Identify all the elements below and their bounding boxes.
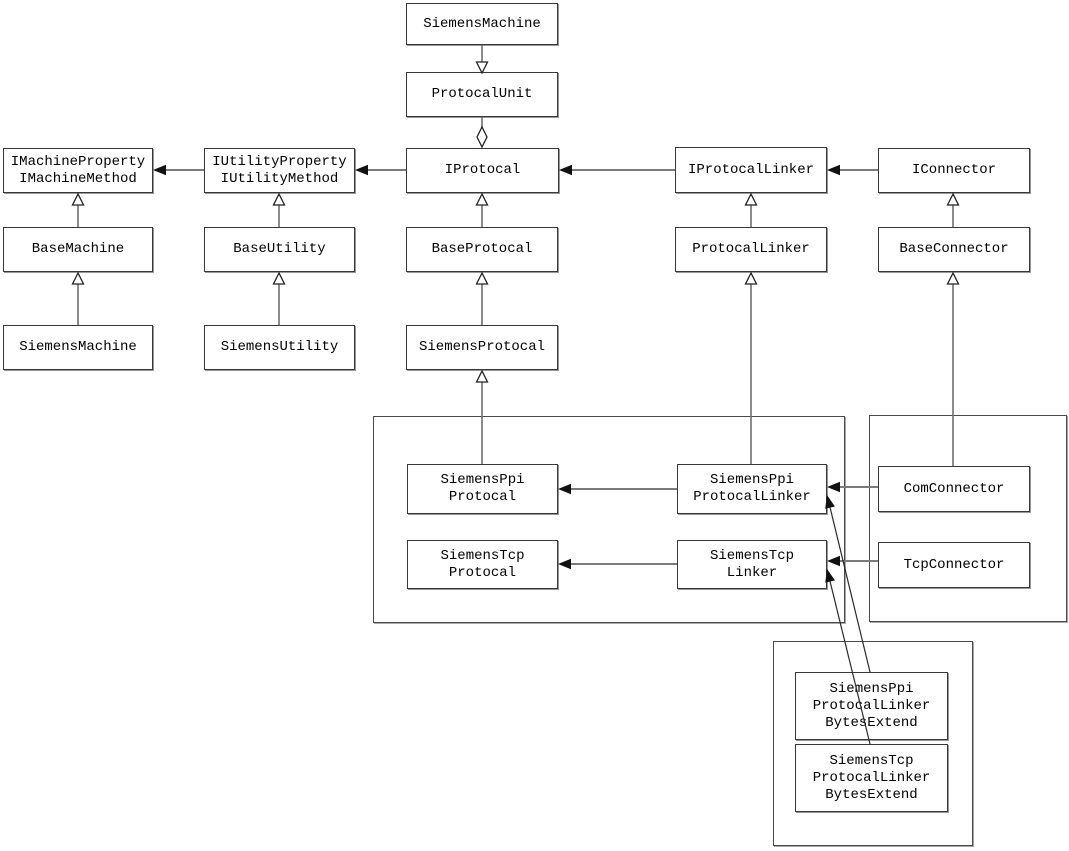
class-box-siemensppiprotocallinkerbytesextend: SiemensPpi ProtocalLinker BytesExtend — [795, 672, 948, 740]
class-box-imachineproperty-imachinemethod: IMachineProperty IMachineMethod — [3, 148, 153, 193]
class-box-baseconnector: BaseConnector — [878, 227, 1030, 272]
class-box-baseutility: BaseUtility — [204, 227, 355, 272]
aggregation-edge — [476, 117, 488, 149]
class-box-baseprotocal: BaseProtocal — [406, 227, 558, 272]
class-box-siemensmachine-left: SiemensMachine — [3, 325, 153, 370]
class-box-siemenstcpprotocallinkerbytesextend: SiemensTcp ProtocalLinker BytesExtend — [795, 744, 948, 812]
class-box-iconnector: IConnector — [878, 148, 1030, 193]
class-box-siemensmachine-top: SiemensMachine — [406, 3, 558, 45]
class-box-iutilityproperty-iutilitymethod: IUtilityProperty IUtilityMethod — [204, 148, 355, 193]
class-box-comconnector: ComConnector — [878, 466, 1030, 512]
class-box-basemachine: BaseMachine — [3, 227, 153, 272]
class-box-siemenstcplinker: SiemensTcp Linker — [677, 540, 827, 589]
class-box-tcpconnector: TcpConnector — [878, 542, 1030, 588]
group-box-bytes-extend — [773, 641, 973, 846]
class-box-iprotocallinker: IProtocalLinker — [675, 147, 827, 193]
class-box-siemenstcpprotocal: SiemensTcp Protocal — [407, 540, 558, 589]
class-box-siemensprotocal: SiemensProtocal — [406, 325, 558, 370]
group-box-siemens-protocal-linker — [373, 416, 845, 623]
class-box-siemensutility: SiemensUtility — [204, 325, 355, 370]
class-box-siemensppiprotocal: SiemensPpi Protocal — [407, 464, 558, 514]
class-box-protocalunit: ProtocalUnit — [406, 72, 558, 117]
class-box-protocallinker: ProtocalLinker — [675, 227, 827, 272]
class-box-iprotocal: IProtocal — [406, 148, 559, 193]
class-box-siemensppiprotocallinker: SiemensPpi ProtocalLinker — [677, 464, 827, 514]
group-box-connectors — [869, 415, 1067, 622]
